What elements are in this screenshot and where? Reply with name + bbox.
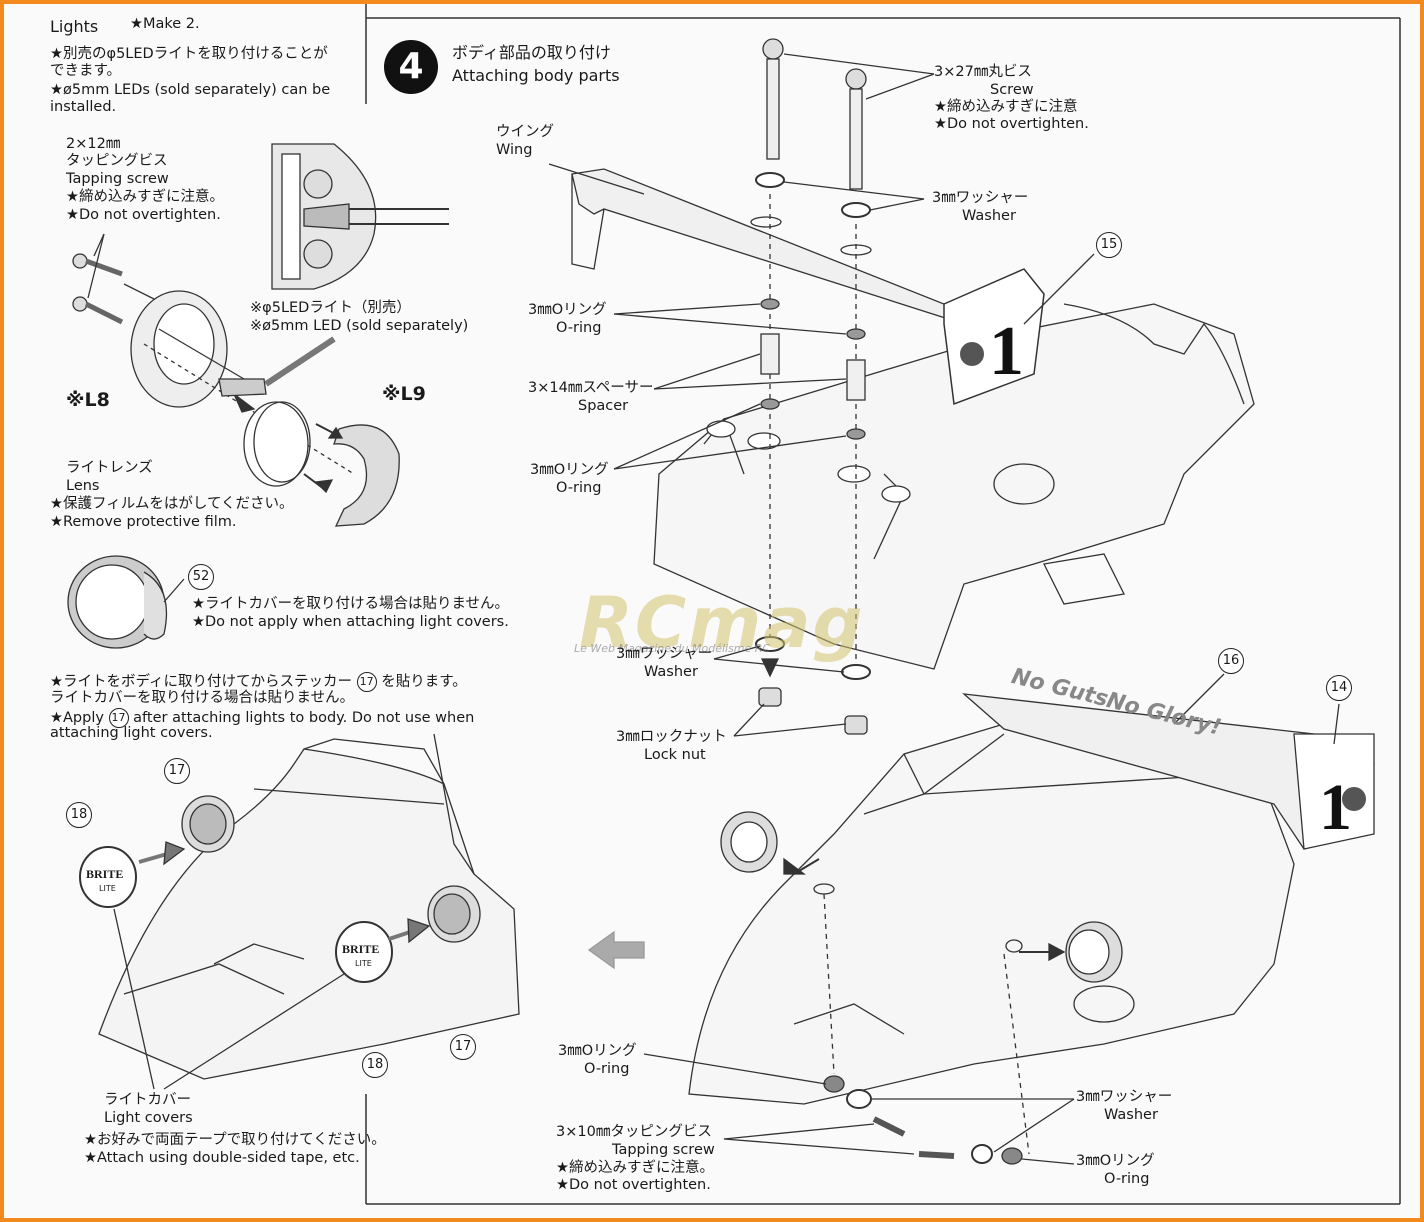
part-17-upper: 17 <box>164 758 190 784</box>
screw27-size: 3×27㎜丸ビス <box>934 64 1032 80</box>
screw27-warn-en: ★Do not overtighten. <box>934 116 1089 132</box>
apply-en-2: attaching light covers. <box>50 725 213 741</box>
locknut-en: Lock nut <box>644 747 706 763</box>
lights-make: ★Make 2. <box>130 16 200 32</box>
step-number: 4 <box>384 40 438 94</box>
oring1-jp: 3㎜Oリング <box>528 302 607 318</box>
cover-lite-left: LITE <box>99 884 116 893</box>
screw27-en: Screw <box>990 82 1034 98</box>
washer3-en: Washer <box>1104 1107 1158 1123</box>
screw27-warn-jp: ★締め込みすぎに注意 <box>934 99 1078 115</box>
lights-title: Lights <box>50 17 99 36</box>
oring2-jp: 3㎜Oリング <box>530 462 609 478</box>
sticker-52-note-jp: ★ライトカバーを取り付ける場合は貼りません。 <box>192 596 510 612</box>
lens-en: Lens <box>66 478 100 494</box>
screw10-warn-en: ★Do not overtighten. <box>556 1177 711 1193</box>
washer-bottom-en: Washer <box>644 664 698 680</box>
lower-body-drawing: 1 <box>643 673 1375 1165</box>
apply-jp-2: ライトカバーを取り付ける場合は貼りません。 <box>50 690 355 706</box>
screw12-jp: タッピングビス <box>66 153 168 169</box>
screw10-warn-jp: ★締め込みすぎに注意。 <box>556 1160 714 1176</box>
lights-jp-1: ★別売のφ5LEDライトを取り付けることが <box>50 46 328 62</box>
apply-en-1: ★Apply 17 after attaching lights to body… <box>50 708 475 728</box>
light-housing-l8 <box>130 290 355 475</box>
covers-note-jp: ★お好みで両面テープで取り付けてください。 <box>84 1132 386 1148</box>
covers-note-en: ★Attach using double-sided tape, etc. <box>84 1150 360 1166</box>
washer-top-jp: 3㎜ワッシャー <box>932 190 1029 206</box>
tapping-screws <box>72 233 205 325</box>
cover-brand-left: BRITE <box>86 867 124 881</box>
upper-body-drawing <box>653 303 1255 670</box>
cover-lite-right: LITE <box>355 959 372 968</box>
part-18-left: 18 <box>66 802 92 828</box>
oring3-jp: 3㎜Oリング <box>558 1043 637 1059</box>
apply-jp-1: ★ライトをボディに取り付けてからステッカー 17 を貼ります。 <box>50 672 467 692</box>
part-15: 15 <box>1096 232 1122 258</box>
oring3-en: O-ring <box>584 1061 630 1077</box>
led-label-en: ※ø5mm LED (sold separately) <box>250 318 469 334</box>
step-title-jp: ボディ部品の取り付け <box>452 43 611 62</box>
part-14: 14 <box>1326 675 1352 701</box>
oring4-jp: 3㎜Oリング <box>1076 1153 1155 1169</box>
washer-top-en: Washer <box>962 208 1016 224</box>
lens-warn-en: ★Remove protective film. <box>50 514 237 530</box>
covers-jp: ライトカバー <box>104 1092 191 1108</box>
step-title-en: Attaching body parts <box>452 66 620 85</box>
locknut-jp: 3㎜ロックナット <box>616 729 727 745</box>
direction-arrow <box>587 930 645 970</box>
spacer-jp: 3×14㎜スペーサー <box>528 380 654 396</box>
sticker-52-number: 52 <box>188 564 214 590</box>
part-16: 16 <box>1218 648 1244 674</box>
sticker-52-note-en: ★Do not apply when attaching light cover… <box>192 614 509 630</box>
lens-jp: ライトレンズ <box>66 460 153 476</box>
led-inset-drawing <box>271 143 449 290</box>
screw12-size: 2×12㎜ <box>66 136 121 152</box>
screw12-en: Tapping screw <box>66 171 169 187</box>
screw10-jp: 3×10㎜タッピングビス <box>556 1124 712 1140</box>
light-housing-l9 <box>315 423 400 527</box>
instruction-drawings: 1 <box>67 4 1401 1205</box>
wing-drawing: 1 <box>571 168 1045 406</box>
lights-en-1: ★ø5mm LEDs (sold separately) can be <box>50 82 331 98</box>
screw10-en: Tapping screw <box>612 1142 715 1158</box>
part-l9: ※L9 <box>382 383 426 405</box>
cover-brand-right: BRITE <box>342 942 380 956</box>
screw12-warn-en: ★Do not overtighten. <box>66 207 221 223</box>
spacer-en: Spacer <box>578 398 629 414</box>
watermark-tagline: Le Web Magazine du Modélisme RC <box>574 642 771 655</box>
sticker-52-drawing <box>67 555 185 649</box>
oring4-en: O-ring <box>1104 1171 1150 1187</box>
part-17-lower: 17 <box>450 1034 476 1060</box>
oring1-en: O-ring <box>556 320 602 336</box>
screw12-warn-jp: ★締め込みすぎに注意。 <box>66 189 224 205</box>
wing-jp: ウイング <box>496 124 554 140</box>
watermark-logo: RCmag <box>579 582 865 664</box>
oring2-en: O-ring <box>556 480 602 496</box>
hardware-stack <box>548 38 1095 737</box>
lights-jp-2: できます。 <box>50 63 122 79</box>
lens-warn-jp: ★保護フィルムをはがしてください。 <box>50 496 294 512</box>
part-l8: ※L8 <box>66 389 110 411</box>
bottom-left-body-drawing <box>79 733 520 1090</box>
svg-text:1: 1 <box>989 313 1024 390</box>
led-label-jp: ※φ5LEDライト（別売） <box>250 300 411 316</box>
covers-en: Light covers <box>104 1110 193 1126</box>
washer3-jp: 3㎜ワッシャー <box>1076 1089 1173 1105</box>
lens-drawing <box>243 401 334 494</box>
lights-en-2: installed. <box>50 99 117 115</box>
washer-bottom-jp: 3㎜ワッシャー <box>616 646 713 662</box>
wing-en: Wing <box>496 142 533 158</box>
part-18-right: 18 <box>362 1052 388 1078</box>
